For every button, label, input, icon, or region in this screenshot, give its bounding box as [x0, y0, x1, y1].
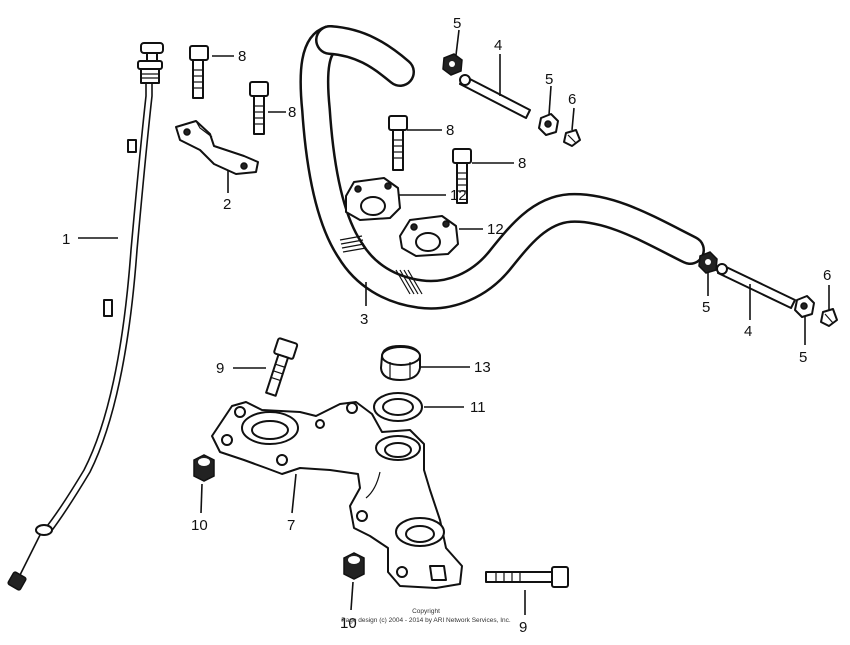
callout-5b: 5	[545, 71, 553, 88]
callout-12a: 12	[450, 187, 467, 204]
callout-10b: 10	[340, 615, 357, 632]
callout-5c: 5	[702, 299, 710, 316]
part-9-bolt-lower	[485, 566, 569, 588]
part-3-handlebar	[299, 25, 705, 310]
part-9-bolt-upper	[265, 337, 299, 397]
callout-6a: 6	[568, 91, 576, 108]
callout-6b: 6	[823, 267, 831, 284]
callout-12b: 12	[487, 221, 504, 238]
callout-9b: 9	[519, 619, 527, 636]
part-8-bolt-a	[189, 45, 209, 99]
part-5-nut-d	[794, 295, 815, 318]
callout-9a: 9	[216, 360, 224, 377]
callout-10a: 10	[191, 517, 208, 534]
callout-11: 11	[470, 399, 486, 416]
callout-7: 7	[287, 517, 295, 534]
part-8-bolt-c	[388, 115, 408, 171]
part-12-holder-upper	[345, 177, 401, 221]
callout-4a: 4	[494, 37, 502, 54]
part-13-cap-nut	[380, 345, 421, 381]
part-1-cable	[7, 42, 164, 591]
callout-labels: 1 2 3 4 4 5 5 5 5 6 6 7 8 8 8 8 9 9 10 1…	[62, 15, 831, 636]
callout-4b: 4	[744, 323, 752, 340]
callout-8c: 8	[446, 122, 454, 139]
callout-5d: 5	[799, 349, 807, 366]
part-6-clip-a	[563, 129, 581, 147]
part-8-bolt-b	[249, 81, 269, 135]
part-10-nut-upper	[193, 454, 215, 482]
part-5-nut-c	[698, 251, 718, 274]
callout-2: 2	[223, 196, 231, 213]
part-7-fork-bridge	[211, 401, 463, 589]
part-4-pin-upper	[459, 74, 531, 119]
part-5-nut-a	[442, 53, 463, 76]
copyright-line-2: Page design (c) 2004 - 2014 by ARI Netwo…	[341, 617, 511, 624]
part-2-bracket	[175, 120, 259, 175]
callout-5a: 5	[453, 15, 461, 32]
part-11-washer	[373, 392, 423, 422]
part-4-pin-lower	[716, 263, 796, 309]
leader-lines	[78, 29, 830, 615]
part-6-clip-b	[820, 308, 838, 327]
copyright-line-1: Copyright	[412, 608, 440, 615]
callout-8d: 8	[518, 155, 526, 172]
callout-3: 3	[360, 311, 368, 328]
part-5-nut-b	[538, 113, 559, 136]
part-8-bolt-d	[452, 148, 472, 204]
callout-8a: 8	[238, 48, 246, 65]
copyright-notice: Copyright Page design (c) 2004 - 2014 by…	[341, 608, 511, 624]
callout-13: 13	[474, 359, 491, 376]
callout-8b: 8	[288, 104, 296, 121]
part-10-nut-lower	[343, 552, 365, 580]
part-12-holder-lower	[399, 215, 459, 257]
callout-1: 1	[62, 231, 70, 248]
